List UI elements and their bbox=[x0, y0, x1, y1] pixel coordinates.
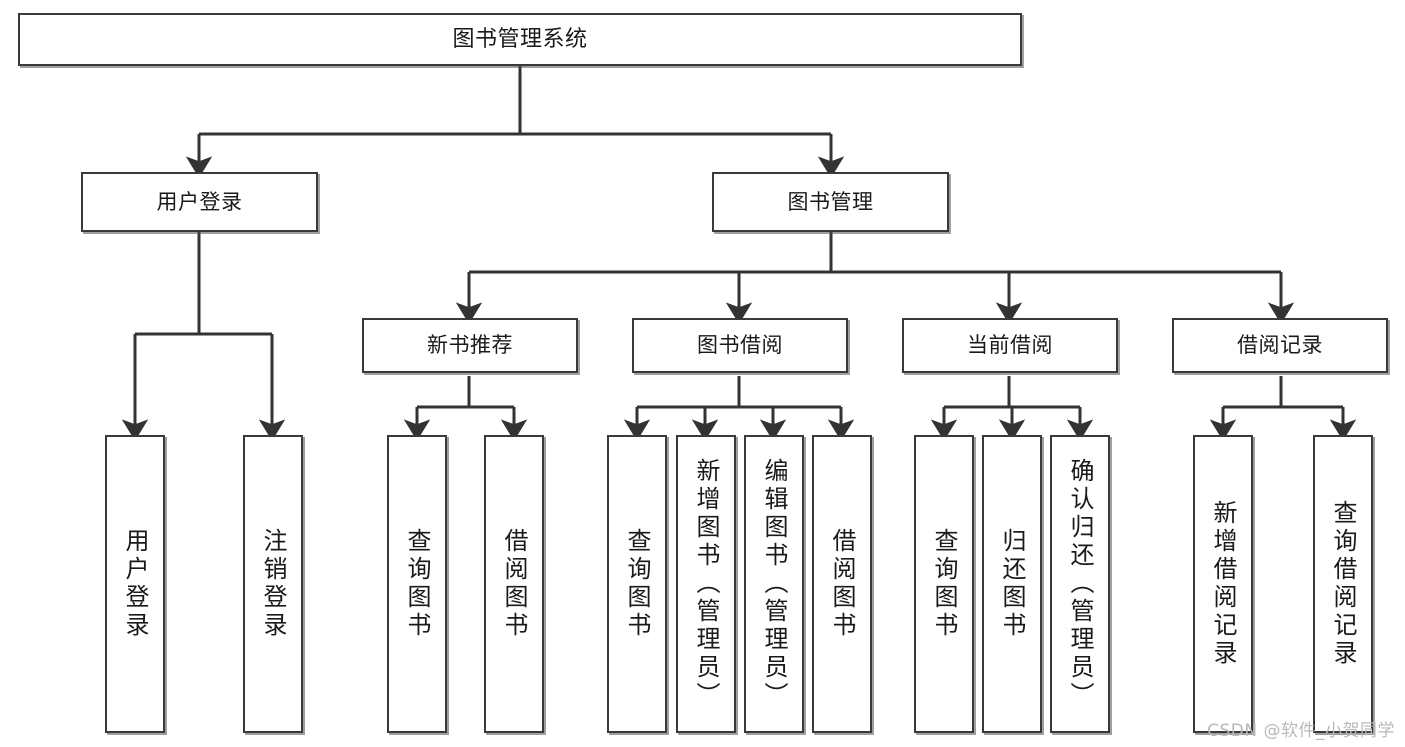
node-book-management[interactable]: 图书管理 bbox=[712, 172, 949, 232]
node-label: 新增借阅记录 bbox=[1209, 500, 1237, 668]
leaf-new-book-query[interactable]: 查询图书 bbox=[387, 435, 447, 733]
node-label: 图书借阅 bbox=[697, 333, 783, 358]
node-label: 借阅图书 bbox=[828, 528, 856, 640]
node-label: 查询图书 bbox=[930, 528, 958, 640]
leaf-current-borrow-return[interactable]: 归还图书 bbox=[982, 435, 1042, 733]
leaf-book-borrow-borrow[interactable]: 借阅图书 bbox=[812, 435, 872, 733]
leaf-current-borrow-confirm[interactable]: 确认归还（管理员） bbox=[1050, 435, 1110, 733]
leaf-borrow-record-add[interactable]: 新增借阅记录 bbox=[1193, 435, 1253, 733]
node-label: 查询图书 bbox=[403, 528, 431, 640]
node-label: 借阅记录 bbox=[1237, 333, 1323, 358]
leaf-borrow-record-query[interactable]: 查询借阅记录 bbox=[1313, 435, 1373, 733]
leaf-user-login-logout[interactable]: 注销登录 bbox=[243, 435, 303, 733]
node-label: 查询借阅记录 bbox=[1329, 500, 1357, 668]
node-current-borrow[interactable]: 当前借阅 bbox=[902, 318, 1118, 373]
leaf-book-borrow-query[interactable]: 查询图书 bbox=[607, 435, 667, 733]
leaf-user-login-login[interactable]: 用户登录 bbox=[105, 435, 165, 733]
node-label: 图书管理 bbox=[787, 189, 874, 214]
node-label: 借阅图书 bbox=[500, 528, 528, 640]
node-label: 注销登录 bbox=[259, 528, 287, 640]
node-label: 确认归还（管理员） bbox=[1066, 458, 1094, 710]
node-label: 当前借阅 bbox=[967, 333, 1053, 358]
node-new-book-recommend[interactable]: 新书推荐 bbox=[362, 318, 578, 373]
leaf-new-book-borrow[interactable]: 借阅图书 bbox=[484, 435, 544, 733]
node-label: 新增图书（管理员） bbox=[692, 458, 720, 710]
node-label: 查询图书 bbox=[623, 528, 651, 640]
node-book-borrow[interactable]: 图书借阅 bbox=[632, 318, 848, 373]
leaf-current-borrow-query[interactable]: 查询图书 bbox=[914, 435, 974, 733]
node-root-system[interactable]: 图书管理系统 bbox=[18, 13, 1022, 66]
leaf-book-borrow-edit[interactable]: 编辑图书（管理员） bbox=[744, 435, 804, 733]
node-label: 编辑图书（管理员） bbox=[760, 458, 788, 710]
watermark: CSDN @软件_小贺同学 bbox=[1207, 721, 1395, 741]
leaf-book-borrow-add[interactable]: 新增图书（管理员） bbox=[676, 435, 736, 733]
node-label: 图书管理系统 bbox=[452, 26, 588, 52]
node-borrow-record[interactable]: 借阅记录 bbox=[1172, 318, 1388, 373]
node-user-login[interactable]: 用户登录 bbox=[81, 172, 318, 232]
node-label: 新书推荐 bbox=[427, 333, 513, 358]
node-label: 用户登录 bbox=[156, 189, 243, 214]
node-label: 归还图书 bbox=[998, 528, 1026, 640]
node-label: 用户登录 bbox=[121, 528, 149, 640]
